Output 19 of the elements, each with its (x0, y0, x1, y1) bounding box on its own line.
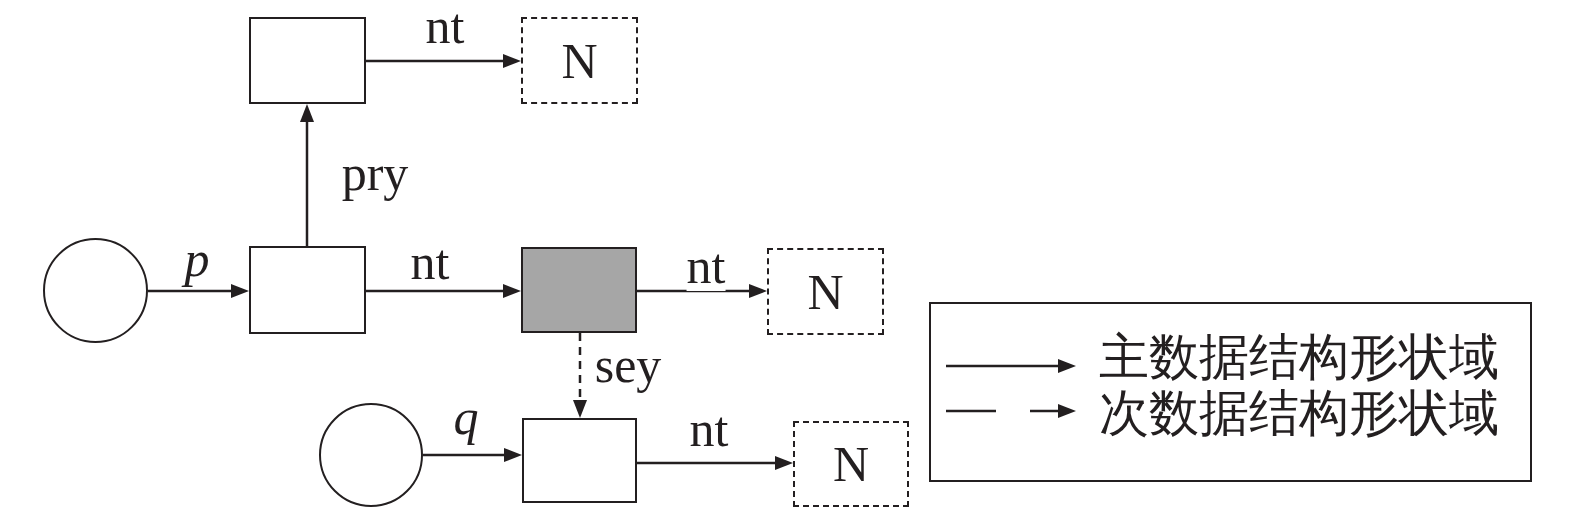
empty-box (522, 418, 637, 503)
arrow (300, 104, 314, 246)
arrow (366, 284, 521, 298)
circle (43, 238, 148, 343)
dashed-box: N (521, 17, 638, 104)
circle (319, 403, 423, 507)
arrow (423, 448, 522, 462)
empty-box (249, 17, 366, 104)
empty-box (249, 246, 366, 334)
arrow (148, 284, 249, 298)
dashed-arrow (573, 333, 587, 418)
arrow (637, 456, 793, 470)
dashed-box: N (767, 248, 884, 335)
shaded-box (521, 247, 637, 333)
legend-text: 次数据结构形状域 (1099, 385, 1499, 441)
arrow (637, 284, 767, 298)
arrow (366, 54, 521, 68)
dashed-box: N (793, 421, 909, 507)
legend-text: 主数据结构形状域 (1099, 329, 1499, 385)
